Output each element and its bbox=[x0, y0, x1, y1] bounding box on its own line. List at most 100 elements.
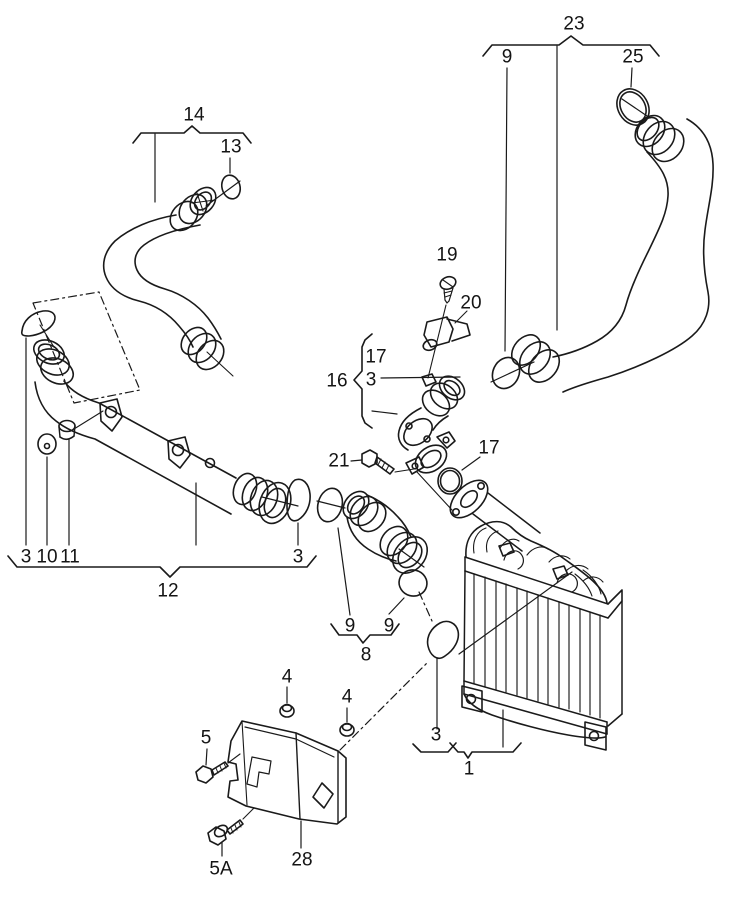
gasket-3-left bbox=[20, 310, 56, 337]
leader-gasket-to-boss bbox=[458, 571, 573, 655]
bolt-21-axis2 bbox=[416, 471, 453, 511]
elbow-16-flange-hole1 bbox=[405, 422, 413, 430]
elbow-8b-ring2 bbox=[386, 531, 418, 565]
screw-19-thread1 bbox=[443, 290, 453, 294]
intercooler-boss-1-arc bbox=[503, 550, 524, 570]
callout-20-6[interactable]: 20 bbox=[460, 293, 481, 314]
callout-19-5[interactable]: 19 bbox=[436, 245, 457, 266]
intercooler-brail-top bbox=[463, 680, 608, 723]
callout-9-17[interactable]: 9 bbox=[345, 616, 356, 637]
bushing-11-right bbox=[73, 425, 76, 437]
intercooler-boss-2-arc bbox=[556, 573, 578, 593]
hose-14-left-edge bbox=[102, 214, 194, 348]
duct-28-notch bbox=[246, 756, 272, 788]
hose-23-right-edge bbox=[562, 118, 714, 393]
callout-4-23[interactable]: 4 bbox=[342, 687, 353, 708]
flange-pipe-inner bbox=[459, 489, 479, 509]
callout-4-22[interactable]: 4 bbox=[282, 667, 293, 688]
callout-1-21[interactable]: 1 bbox=[464, 759, 475, 780]
intercooler-core-left bbox=[463, 570, 466, 682]
callout-3-12[interactable]: 3 bbox=[21, 547, 32, 568]
collar-23-bottom-ring1 bbox=[510, 334, 542, 366]
callout-9-18[interactable]: 9 bbox=[384, 616, 395, 637]
callout-3-9[interactable]: 3 bbox=[366, 370, 377, 391]
leader-bushing-to-tab bbox=[73, 410, 104, 430]
callout-3-16[interactable]: 3 bbox=[293, 547, 304, 568]
bushing-11-bottom bbox=[59, 435, 75, 441]
intercooler-foot-left-hole bbox=[465, 693, 477, 705]
pipe-12-bottom-edge bbox=[34, 381, 232, 515]
leader-19 bbox=[427, 304, 447, 379]
bracket-14 bbox=[132, 125, 252, 144]
collar-14b-ring1 bbox=[180, 326, 208, 356]
collar-23-top-ring2 bbox=[642, 120, 676, 156]
bolt-5-axis bbox=[227, 753, 241, 764]
sensor-20-boss bbox=[422, 338, 438, 352]
screw-19-shank-right bbox=[448, 287, 454, 302]
callout-8-19[interactable]: 8 bbox=[361, 645, 372, 666]
callout-10-13[interactable]: 10 bbox=[36, 547, 57, 568]
oring-17-inner bbox=[439, 469, 461, 493]
collar-23-top-inner bbox=[636, 116, 660, 142]
pipe-12-end-rib3 bbox=[249, 479, 279, 517]
dashdot-duct-axis bbox=[339, 660, 430, 751]
oring-8-left bbox=[316, 487, 344, 523]
callout-17-7[interactable]: 17 bbox=[365, 347, 386, 368]
callout-23-0[interactable]: 23 bbox=[563, 14, 584, 35]
collar-14-ring2 bbox=[178, 193, 208, 225]
leader-17-lower bbox=[461, 456, 481, 471]
elbow-16-opening-inner bbox=[443, 379, 461, 397]
leader-16-bottom bbox=[371, 410, 398, 415]
oring-9-top-tick bbox=[490, 361, 535, 383]
callout-11-14[interactable]: 11 bbox=[60, 547, 80, 568]
gasket-3-bottom bbox=[426, 620, 460, 660]
pipe-12-end-rib1 bbox=[232, 472, 258, 506]
elbow-16-collar-inner bbox=[420, 449, 442, 469]
elbow-16-ring3 bbox=[421, 389, 451, 417]
elbow-16-opening bbox=[438, 375, 466, 401]
callout-25-2[interactable]: 25 bbox=[622, 47, 643, 68]
gasket-3-left-tick bbox=[39, 324, 55, 348]
callout-9-1[interactable]: 9 bbox=[502, 47, 513, 68]
callout-21-10[interactable]: 21 bbox=[328, 451, 349, 472]
collar-12-opening bbox=[32, 339, 66, 365]
callout-3-20[interactable]: 3 bbox=[431, 725, 442, 746]
callout-14-3[interactable]: 14 bbox=[183, 105, 205, 126]
bushing-11-left bbox=[58, 426, 61, 438]
leader-9b bbox=[388, 597, 405, 615]
oring-8-left-tick bbox=[316, 500, 346, 509]
elbow-16-ear-top bbox=[436, 431, 456, 449]
elbow-16-ear-top-hole bbox=[442, 436, 450, 444]
pipe-12-end-tick bbox=[261, 496, 299, 507]
bracket-3-bottom bbox=[412, 742, 457, 753]
collar-23-bottom-ring3 bbox=[527, 349, 561, 383]
elbow-16-ear-bottom-hole bbox=[411, 462, 419, 470]
elbow-8-ring3 bbox=[357, 501, 387, 533]
pipe-12-tab-a bbox=[99, 398, 123, 432]
bolt-5A-head bbox=[207, 826, 227, 846]
bolt-21-shank bbox=[374, 456, 395, 475]
brace-16 bbox=[353, 333, 373, 429]
elbow-8-right-edge bbox=[366, 494, 412, 538]
callout-5A-25[interactable]: 5A bbox=[209, 859, 233, 880]
flange-pipe-hole1 bbox=[476, 481, 485, 490]
callout-5-24[interactable]: 5 bbox=[201, 728, 212, 749]
callout-16-8[interactable]: 16 bbox=[326, 371, 347, 392]
nut-4a-inner bbox=[281, 703, 293, 713]
callout-28-26[interactable]: 28 bbox=[291, 850, 312, 871]
dashdot-oring-to-gasket bbox=[418, 591, 433, 622]
elbow-16-ear-bottom bbox=[405, 456, 425, 475]
pipe-12-tab-b bbox=[167, 436, 191, 469]
leader-3-mid bbox=[380, 376, 461, 379]
callout-17-11[interactable]: 17 bbox=[478, 438, 499, 459]
bracket-23 bbox=[482, 35, 660, 57]
callout-13-4[interactable]: 13 bbox=[220, 137, 241, 158]
duct-28-outline bbox=[227, 720, 347, 825]
callout-12-15[interactable]: 12 bbox=[157, 581, 178, 602]
pipe-12-end-outer bbox=[258, 481, 292, 525]
washer-10 bbox=[37, 433, 57, 455]
oring-9-top bbox=[491, 356, 521, 390]
intercooler-tank-outline bbox=[465, 520, 608, 604]
